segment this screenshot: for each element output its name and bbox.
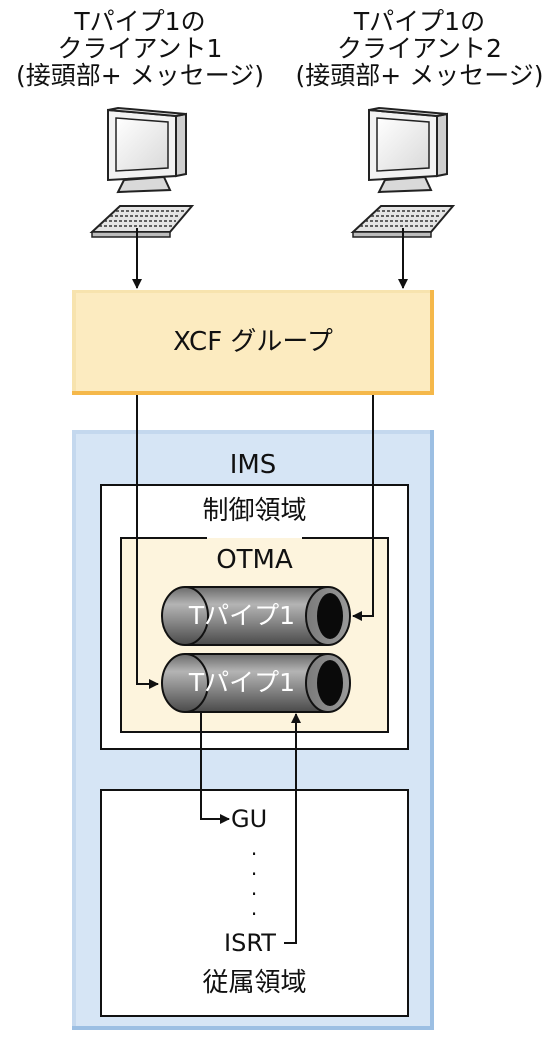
tpipe-lower-shape bbox=[161, 653, 351, 713]
tpipe-upper-shape bbox=[161, 586, 351, 646]
client-2-label-line1: Tパイプ1の bbox=[353, 7, 486, 36]
tpipe-upper-label: Tパイプ1 bbox=[188, 601, 296, 630]
control-region-label: 制御領域 bbox=[202, 496, 307, 526]
client-1-label-line3: (接頭部+ メッセージ) bbox=[16, 61, 264, 90]
xcf-group-box bbox=[72, 290, 434, 395]
client-1-label-line1: Tパイプ1の bbox=[74, 7, 206, 36]
xcf-group-fill bbox=[72, 290, 434, 395]
tpipe-to-gu-connector bbox=[200, 712, 230, 824]
otma-label: OTMA bbox=[216, 545, 293, 575]
tpipe-lower-label: Tパイプ1 bbox=[188, 668, 296, 697]
gu-call-label: GU bbox=[231, 805, 268, 833]
client-2-label: Tパイプ1の クライアント2 (接頭部+ メッセージ) bbox=[282, 8, 557, 89]
call-sequence-dots: . . . . bbox=[250, 836, 258, 920]
client-2-label-line2: クライアント2 bbox=[337, 34, 502, 63]
dependent-region-label: 従属領域 bbox=[202, 968, 307, 998]
isrt-call-label: ISRT bbox=[224, 929, 276, 957]
xcf-to-tpipe-lower-connector bbox=[136, 395, 159, 689]
ims-label: IMS bbox=[229, 450, 277, 480]
xcf-group-label: XCF グループ bbox=[173, 327, 333, 357]
dependent-region-box bbox=[100, 789, 409, 1017]
client-2-computer-icon bbox=[352, 107, 454, 238]
client-1-label-line2: クライアント1 bbox=[57, 34, 223, 63]
client-2-label-line3: (接頭部+ メッセージ) bbox=[295, 61, 544, 90]
isrt-to-tpipe-connector bbox=[284, 713, 301, 944]
xcf-to-tpipe-upper-connector bbox=[352, 395, 374, 621]
client-1-computer-icon bbox=[91, 107, 193, 238]
client-1-label: Tパイプ1の クライアント1 (接頭部+ メッセージ) bbox=[0, 8, 280, 89]
